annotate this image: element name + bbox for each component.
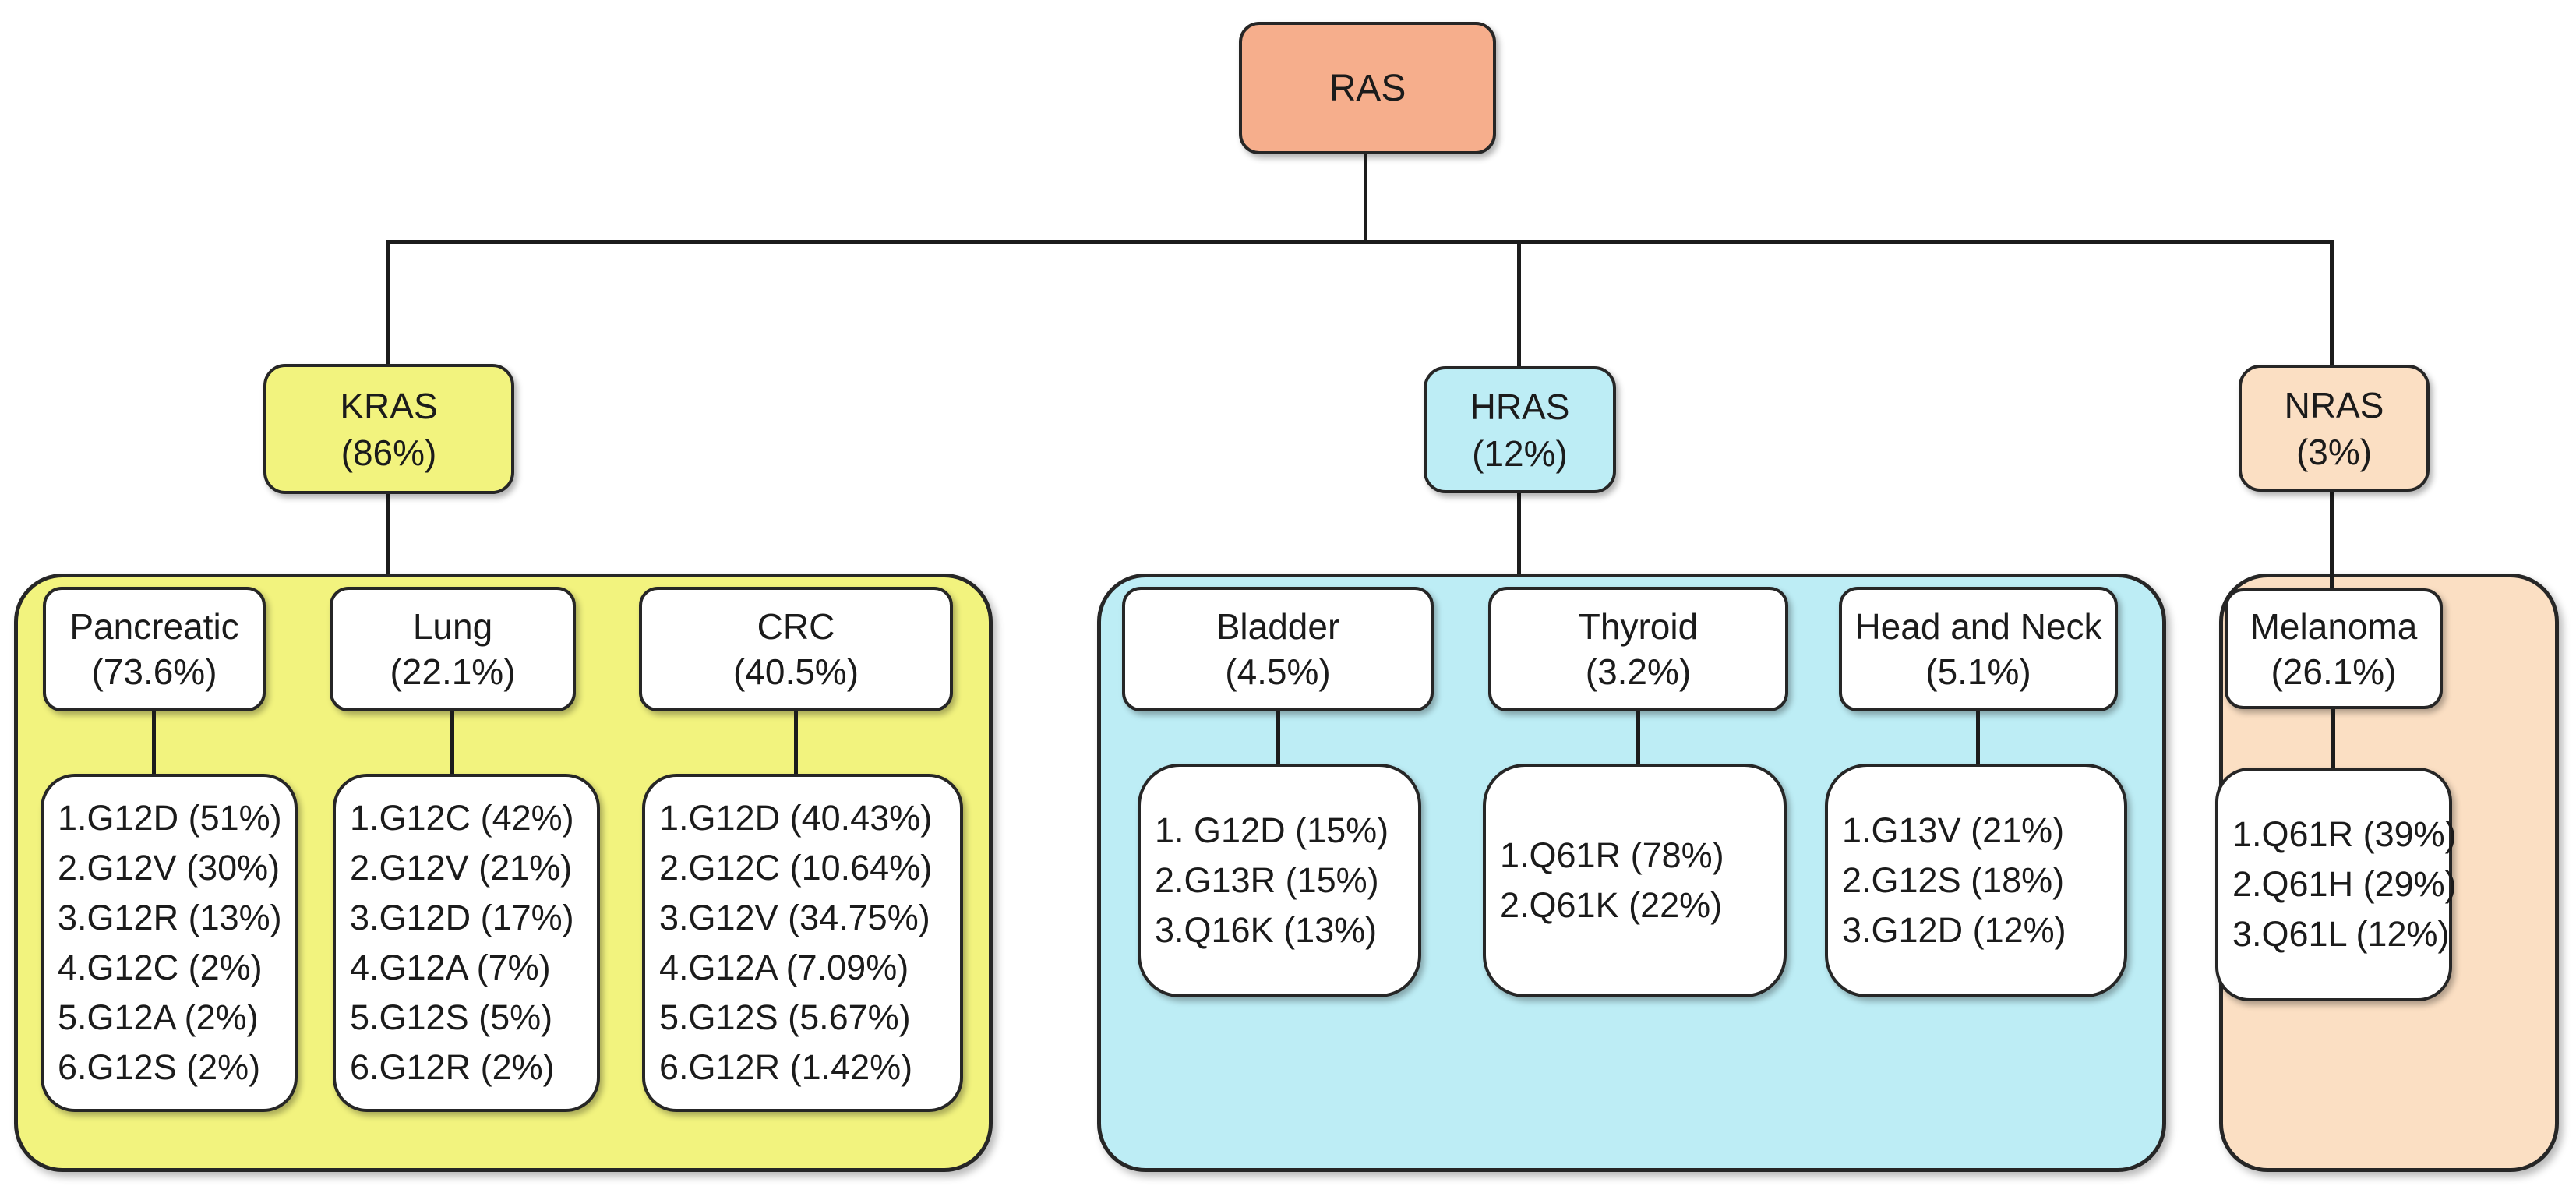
ras-root-label: RAS: [1329, 67, 1406, 109]
connector-horizontal-rail: [386, 240, 2334, 244]
tissue-thyroid-pct: (3.2%): [1585, 651, 1692, 692]
tissue-box-melanoma: Melanoma (26.1%): [2225, 588, 2443, 709]
mutation-line: 4.G12C (2%): [58, 948, 263, 987]
tissue-box-crc: CRC (40.5%): [639, 587, 953, 711]
mutation-list-crc: 1.G12D (40.43%) 2.G12C (10.64%) 3.G12V (34…: [642, 774, 963, 1112]
mutation-line: 2.G12S (18%): [1842, 860, 2065, 900]
gene-box-hras: HRAS (12%): [1424, 366, 1616, 493]
connector-rail-to-nras: [2330, 240, 2334, 367]
connector-root-trunk: [1364, 154, 1367, 242]
mutation-line: 3.G12D (12%): [1842, 910, 2066, 950]
connector-rail-to-kras: [386, 240, 390, 366]
mutation-list-thyroid: 1.Q61R (78%) 2.Q61K (22%): [1483, 764, 1787, 997]
connector-nras-to-melanoma: [2330, 491, 2334, 592]
gene-box-kras: KRAS (86%): [263, 364, 514, 494]
mutation-line: 3.Q61L (12%): [2232, 914, 2450, 954]
mutation-line: 5.G12S (5%): [350, 997, 553, 1037]
mutation-list-lung: 1.G12C (42%) 2.G12V (21%) 3.G12D (17%) 4.G1…: [333, 774, 600, 1112]
mutation-line: 2.G12V (21%): [350, 848, 573, 888]
mutation-line: 6.G12R (1.42%): [659, 1047, 913, 1087]
tissue-pancreatic-name: Pancreatic: [69, 606, 239, 647]
mutation-line: 1. G12D (15%): [1155, 810, 1389, 850]
mutation-line: 1.G13V (21%): [1842, 810, 2065, 850]
mutation-line: 1.G12D (51%): [58, 798, 282, 838]
tissue-lung-name: Lung: [412, 606, 493, 647]
gene-box-nras: NRAS (3%): [2239, 365, 2430, 492]
gene-nras-pct: (3%): [2295, 431, 2373, 472]
mutation-list-melanoma: 1.Q61R (39%) 2.Q61H (29%) 3.Q61L (12%): [2215, 768, 2457, 1001]
connector-pancreatic: [152, 711, 156, 774]
mutation-line: 2.Q61K (22%): [1500, 885, 1723, 925]
tissue-head-and-neck-pct: (5.1%): [1925, 651, 2031, 692]
mutation-line: 2.G12C (10.64%): [659, 848, 933, 888]
tissue-crc-pct: (40.5%): [732, 651, 859, 692]
gene-hras-pct: (12%): [1472, 432, 1568, 474]
connector-rail-to-hras: [1517, 240, 1521, 369]
ras-root-box: RAS: [1239, 22, 1496, 154]
tissue-box-pancreatic: Pancreatic (73.6%): [43, 587, 266, 711]
connector-bladder: [1276, 711, 1280, 764]
mutation-list-pancreatic: 1.G12D (51%) 2.G12V (30%) 3.G12R (13%) 4.G1…: [41, 774, 298, 1112]
tissue-thyroid-name: Thyroid: [1578, 606, 1699, 647]
connector-lung: [450, 711, 454, 774]
tissue-pancreatic-pct: (73.6%): [91, 651, 217, 692]
gene-kras-name: KRAS: [340, 385, 438, 426]
mutation-line: 6.G12R (2%): [350, 1047, 555, 1087]
tissue-box-lung: Lung (22.1%): [330, 587, 576, 711]
tissue-melanoma-pct: (26.1%): [2271, 651, 2397, 692]
gene-nras-name: NRAS: [2284, 384, 2384, 425]
mutation-line: 2.G13R (15%): [1155, 860, 1379, 900]
connector-kras-to-container: [386, 493, 390, 574]
mutation-line: 1.Q61R (78%): [1500, 835, 1724, 875]
mutation-list-bladder: 1. G12D (15%) 2.G13R (15%) 3.Q16K (13%): [1138, 764, 1421, 997]
mutation-line: 1.G12D (40.43%): [659, 798, 933, 838]
mutation-line: 6.G12S (2%): [58, 1047, 261, 1087]
tissue-box-thyroid: Thyroid (3.2%): [1488, 587, 1788, 711]
mutation-line: 3.G12D (17%): [350, 898, 574, 937]
connector-hras-to-container: [1517, 492, 1521, 574]
mutation-line: 1.Q61R (39%): [2232, 814, 2457, 854]
mutation-line: 3.G12R (13%): [58, 898, 282, 937]
mutation-line: 4.G12A (7%): [350, 948, 551, 987]
connector-head-and-neck: [1976, 711, 1980, 764]
connector-crc: [794, 711, 798, 774]
tissue-crc-name: CRC: [757, 606, 835, 647]
mutation-line: 2.Q61H (29%): [2232, 864, 2457, 904]
gene-hras-name: HRAS: [1470, 386, 1570, 427]
tissue-melanoma-name: Melanoma: [2250, 605, 2418, 647]
gene-kras-pct: (86%): [341, 432, 437, 473]
tissue-head-and-neck-name: Head and Neck: [1854, 606, 2102, 647]
mutation-line: 1.G12C (42%): [350, 798, 574, 838]
connector-melanoma: [2331, 709, 2335, 768]
mutation-line: 2.G12V (30%): [58, 848, 281, 888]
mutation-line: 3.G12V (34.75%): [659, 898, 930, 937]
tissue-box-head-and-neck: Head and Neck (5.1%): [1839, 587, 2118, 711]
tissue-lung-pct: (22.1%): [390, 651, 516, 692]
mutation-line: 3.Q16K (13%): [1155, 910, 1378, 950]
mutation-line: 5.G12S (5.67%): [659, 997, 911, 1037]
tissue-bladder-pct: (4.5%): [1225, 651, 1331, 692]
mutation-line: 4.G12A (7.09%): [659, 948, 909, 987]
tissue-bladder-name: Bladder: [1216, 606, 1340, 647]
tissue-box-bladder: Bladder (4.5%): [1122, 587, 1434, 711]
connector-thyroid: [1636, 711, 1640, 764]
mutation-line: 5.G12A (2%): [58, 997, 259, 1037]
mutation-list-head-and-neck: 1.G13V (21%) 2.G12S (18%) 3.G12D (12%): [1825, 764, 2127, 997]
